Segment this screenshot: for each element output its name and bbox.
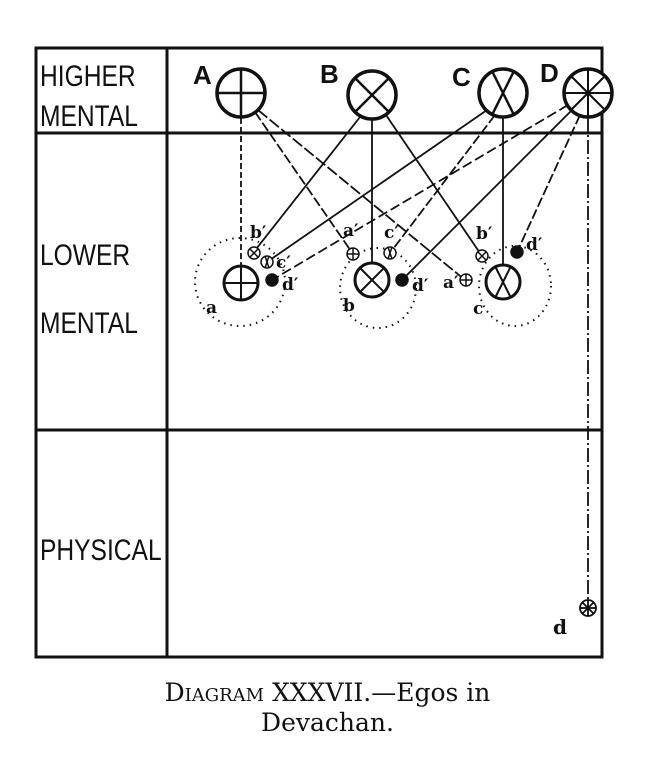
tf-label-d-near-b: d′ <box>412 276 429 296</box>
thought-form-a-near-c <box>459 273 473 287</box>
body-label-b: b <box>343 296 355 316</box>
body-b-icon <box>353 261 391 299</box>
ego-label-c: C <box>452 62 471 92</box>
caption-line-1: Diagram XXXVII.—Egos in <box>0 678 655 708</box>
ego-a-icon <box>215 67 267 119</box>
tf-label-d-near-c: d′ <box>526 235 543 255</box>
thought-form-c-near-b <box>383 246 397 260</box>
thought-form-b-near-c <box>475 249 489 263</box>
ego-label-b: B <box>320 59 339 89</box>
physical-body-label: d <box>553 615 567 639</box>
body-a-icon <box>222 264 260 302</box>
tf-label-b-near-a: b′ <box>250 223 267 243</box>
tf-label-d-near-a: d′ <box>282 275 299 295</box>
connection-lines <box>240 104 589 600</box>
thought-form-a-near-b <box>346 247 360 261</box>
tf-label-b-near-c: b′ <box>476 224 493 244</box>
caption-line-2: Devachan. <box>261 708 394 737</box>
row-label-higher: HIGHER <box>40 59 136 93</box>
ego-label-a: A <box>193 60 212 90</box>
caption-number: XXXVII.—Egos in <box>272 678 491 707</box>
ego-d-icon <box>562 67 614 119</box>
row-label-mental-2: MENTAL <box>40 306 138 340</box>
thought-form-d-near-b <box>395 273 409 287</box>
row-label-physical: PHYSICAL <box>40 533 162 567</box>
caption-prefix: Diagram <box>164 678 265 707</box>
tf-label-a-near-c: a′ <box>443 273 459 293</box>
body-label-c: c <box>473 299 483 319</box>
thought-form-d-near-a <box>265 273 279 287</box>
body-label-a: a <box>206 298 217 318</box>
thought-form-c-near-a <box>260 255 274 269</box>
tf-label-a-near-b: a′ <box>343 221 359 241</box>
ego-label-d: D <box>540 58 559 88</box>
thought-form-b-near-a <box>247 246 261 260</box>
frame <box>34 46 604 659</box>
tf-label-c-near-b: c′ <box>384 223 399 243</box>
auras <box>194 237 552 329</box>
ego-c-icon <box>477 67 529 119</box>
physical-body-d-icon <box>579 599 597 617</box>
tf-label-c-near-a: c′ <box>276 253 291 273</box>
ego-b-icon <box>346 69 398 121</box>
row-label-mental-1: MENTAL <box>40 99 138 133</box>
body-c-icon <box>484 263 522 301</box>
thought-form-d-near-c <box>510 245 524 259</box>
row-label-lower: LOWER <box>40 238 130 272</box>
